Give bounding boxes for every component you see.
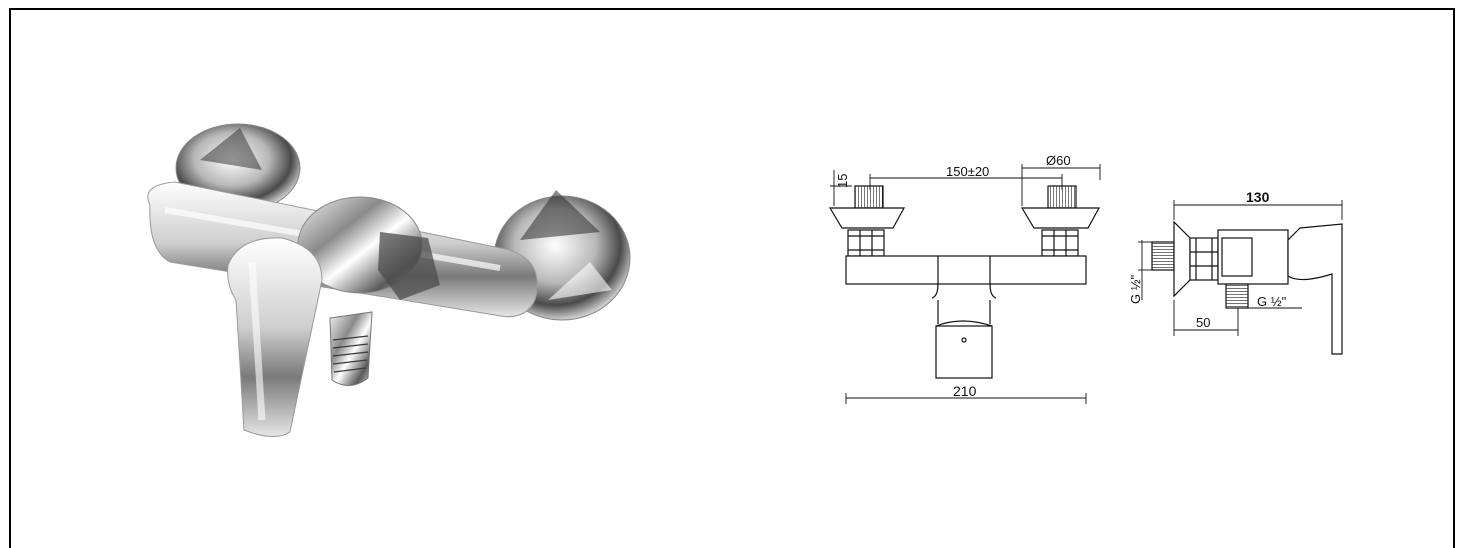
- front-view-dimensions: [830, 164, 1101, 404]
- dim-flange-diameter: Ø60: [1046, 153, 1071, 168]
- dim-depth: 130: [1246, 189, 1270, 205]
- dim-thread-length: 15: [835, 174, 850, 188]
- side-view-dimensions: [1138, 200, 1343, 336]
- side-view-drawing: [1151, 220, 1343, 355]
- dim-center-distance: 150±20: [946, 164, 989, 179]
- front-view-drawing: [828, 185, 1101, 379]
- dim-total-width: 210: [953, 383, 977, 399]
- shower-mixer-photo-icon: [147, 123, 631, 437]
- dim-outlet-thread: G ½": [1257, 294, 1287, 309]
- dim-inlet-thread: G ½": [1128, 274, 1143, 304]
- dim-outlet-offset: 50: [1196, 315, 1210, 330]
- page-frame: [9, 8, 1455, 548]
